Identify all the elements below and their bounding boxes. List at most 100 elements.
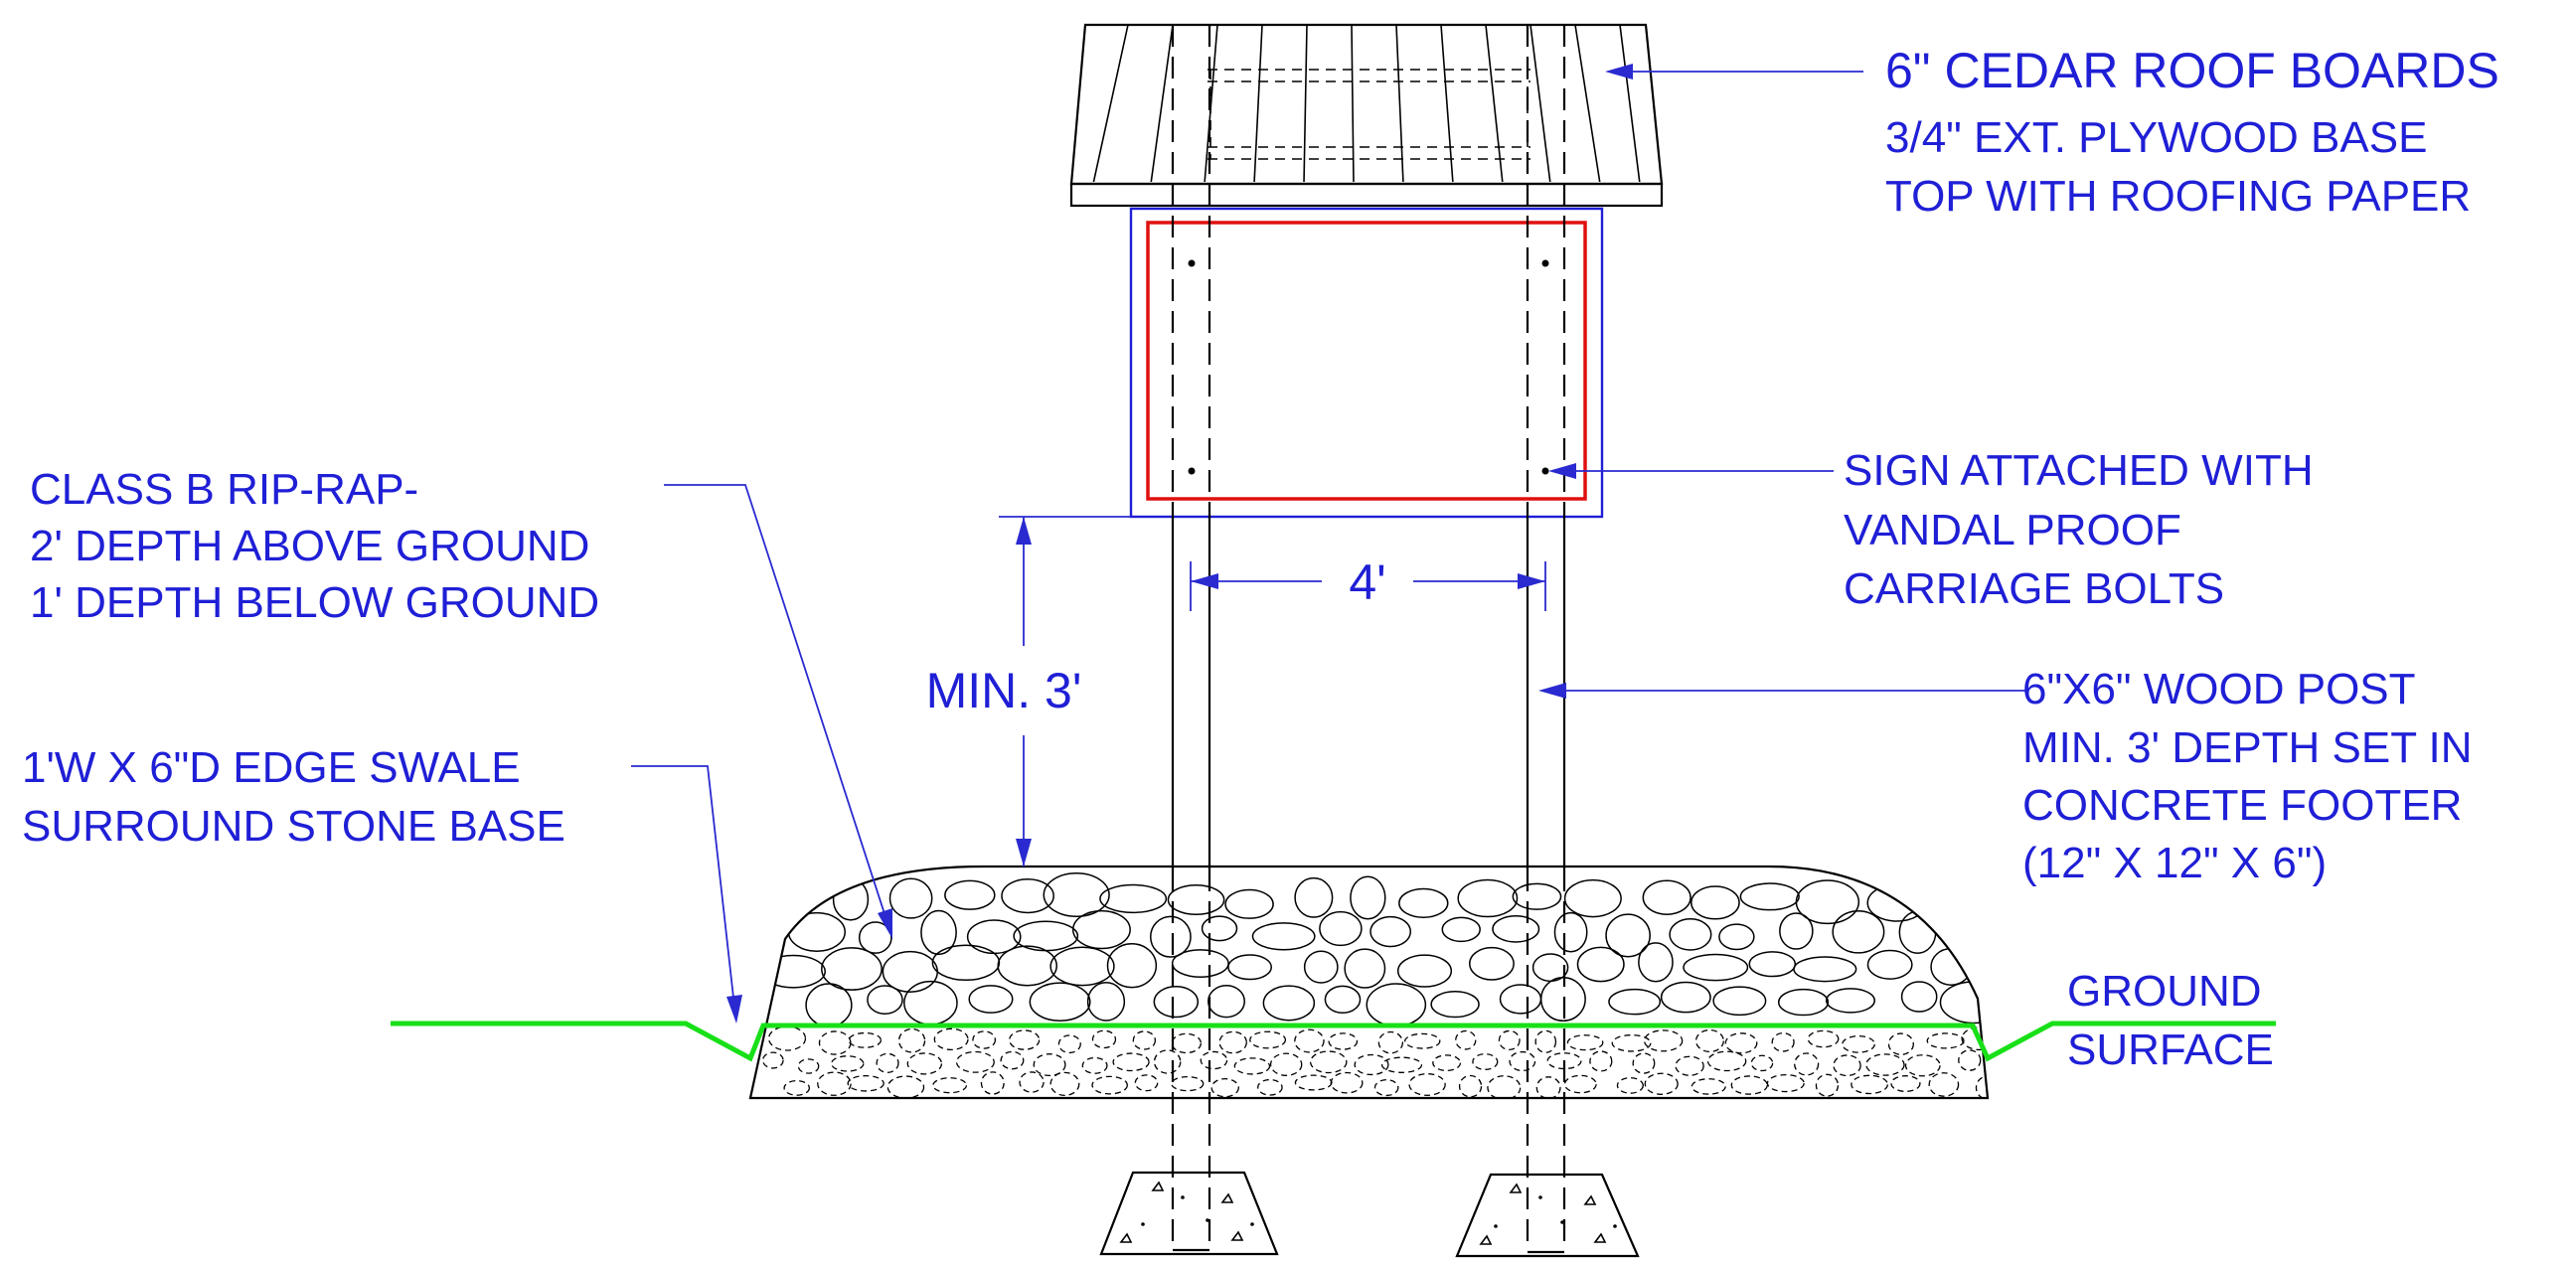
riprap-stone-below-grade: [906, 1052, 943, 1075]
riprap-stone: [1669, 918, 1712, 951]
riprap-stone-below-grade: [1455, 1029, 1477, 1050]
riprap-stone-below-grade: [1354, 1053, 1389, 1076]
riprap-stone-below-grade: [1330, 1071, 1364, 1094]
riprap-stone: [1492, 915, 1540, 943]
riprap-stone: [1468, 946, 1515, 981]
riprap-stone: [888, 877, 933, 919]
riprap-stone-below-grade: [1249, 1030, 1287, 1049]
riprap-stone: [1294, 876, 1334, 918]
riprap-stone: [1690, 885, 1740, 920]
riprap-stone: [1350, 875, 1386, 920]
riprap-stone-below-grade: [1632, 1052, 1656, 1074]
riprap-stone: [1779, 912, 1814, 950]
roof-boards: [1092, 25, 1641, 182]
riprap-stone: [1499, 984, 1542, 1015]
riprap-stone-below-grade: [1091, 1075, 1128, 1095]
riprap-stone: [1832, 909, 1885, 954]
riprap-stone-below-grade: [1033, 1053, 1066, 1077]
riprap-stone: [787, 911, 846, 953]
riprap-stone: [1512, 882, 1562, 910]
riprap-stone: [1153, 985, 1200, 1019]
riprap-stone: [1106, 943, 1158, 989]
riprap-stone-below-grade: [897, 1027, 926, 1053]
riprap-stone-below-grade: [1153, 1049, 1182, 1074]
riprap-stone-below-grade: [1408, 1073, 1446, 1096]
sign-frame: [1129, 207, 1604, 519]
riprap-stone-below-grade: [1616, 1076, 1644, 1094]
riprap-stone: [1900, 981, 1938, 1013]
riprap-callout-line1: CLASS B RIP-RAP-: [30, 465, 418, 514]
riprap-stone: [1171, 949, 1229, 978]
riprap-stone-below-grade: [1766, 1073, 1805, 1093]
riprap-stone: [1043, 872, 1110, 917]
riprap-stone: [1029, 982, 1091, 1023]
riprap-stone: [1563, 878, 1622, 918]
riprap-stone: [1049, 946, 1115, 987]
riprap-stone-below-grade: [1373, 1078, 1399, 1097]
riprap-stone: [1712, 986, 1767, 1017]
riprap-stone: [858, 921, 892, 954]
swale-callout-line2: SURROUND STONE BASE: [22, 802, 565, 851]
carriage-bolt: [1188, 259, 1196, 267]
riprap-stone: [1825, 988, 1876, 1014]
post-callout-line4: (12" X 12" X 6"): [2022, 839, 2327, 887]
riprap-stone-below-grade: [1171, 1075, 1205, 1092]
sign-height-label: MIN. 3': [926, 663, 1082, 718]
riprap-stone-below-grade: [1563, 1074, 1597, 1094]
riprap-stone-below-grade: [1432, 1054, 1462, 1072]
riprap-stone: [968, 985, 1014, 1014]
riprap-stone: [1793, 956, 1857, 983]
riprap-stone: [1227, 954, 1273, 981]
riprap-stone-below-grade: [1091, 1029, 1117, 1049]
riprap-stone: [920, 909, 957, 956]
riprap-stone-below-grade: [1200, 1050, 1228, 1070]
sign-height-dimension: MIN. 3': [926, 516, 1131, 867]
riprap-stone-below-grade: [1534, 1029, 1557, 1053]
riprap-stone-below-grade: [1309, 1050, 1348, 1074]
callout-ground: GROUND SURFACE: [2067, 967, 2274, 1074]
riprap-stone: [1795, 879, 1860, 925]
riprap-stone-below-grade: [1643, 1029, 1684, 1052]
swale-callout-line1: 1'W X 6"D EDGE SWALE: [22, 743, 521, 792]
callout-leaders: [631, 64, 2027, 1024]
riprap-stone: [1149, 915, 1192, 958]
riprap-stone: [1251, 922, 1316, 951]
riprap-callout-line3: 1' DEPTH BELOW GROUND: [30, 578, 599, 627]
riprap-stone-below-grade: [1675, 1055, 1704, 1076]
riprap-stone-below-grade: [1377, 1030, 1404, 1054]
roof-callout-line2: 3/4" EXT. PLYWOOD BASE: [1885, 113, 2427, 162]
riprap-stone-below-grade: [1833, 1054, 1861, 1077]
riprap-stone-below-grade: [818, 1030, 852, 1055]
riprap-stone: [1898, 910, 1937, 954]
riprap-stone-below-grade: [1611, 1033, 1652, 1052]
riprap-stone-below-grade: [1958, 1049, 1982, 1071]
riprap-stone: [1930, 947, 1973, 986]
riprap-stone-below-grade: [797, 1058, 820, 1074]
carriage-bolt: [1541, 467, 1549, 475]
riprap-stone: [867, 985, 903, 1015]
riprap-stone-below-grade: [1546, 1052, 1582, 1070]
riprap-stone: [1925, 877, 1971, 911]
riprap-stone: [1071, 909, 1131, 950]
riprap-stone: [1224, 888, 1274, 919]
riprap-stone-below-grade: [1750, 1054, 1774, 1072]
riprap-stone-below-grade: [1961, 1026, 1988, 1051]
riprap-stone-below-grade: [1210, 1078, 1239, 1098]
riprap-stone: [1866, 883, 1927, 922]
roof: [1069, 23, 1664, 208]
riprap-stone-below-grade: [848, 1031, 883, 1048]
riprap-stone-below-grade: [1926, 1032, 1965, 1049]
riprap-stone-below-grade: [1807, 1029, 1840, 1048]
riprap-stone: [821, 947, 883, 991]
riprap-stone-below-grade: [1458, 1074, 1483, 1098]
post-callout-line3: CONCRETE FOOTER: [2022, 781, 2462, 830]
callout-post: 6"X6" WOOD POST MIN. 3' DEPTH SET IN CON…: [2022, 665, 2473, 887]
riprap-stone-below-grade: [1380, 1056, 1423, 1073]
riprap-stone-below-grade: [980, 1071, 1005, 1095]
carriage-bolt: [1188, 467, 1196, 475]
riprap-stone: [1366, 983, 1427, 1027]
wood-posts: [1171, 25, 1566, 1250]
riprap-stone: [1739, 882, 1800, 911]
riprap-callout-line2: 2' DEPTH ABOVE GROUND: [30, 522, 589, 570]
riprap-stone-below-grade: [1706, 1050, 1747, 1072]
